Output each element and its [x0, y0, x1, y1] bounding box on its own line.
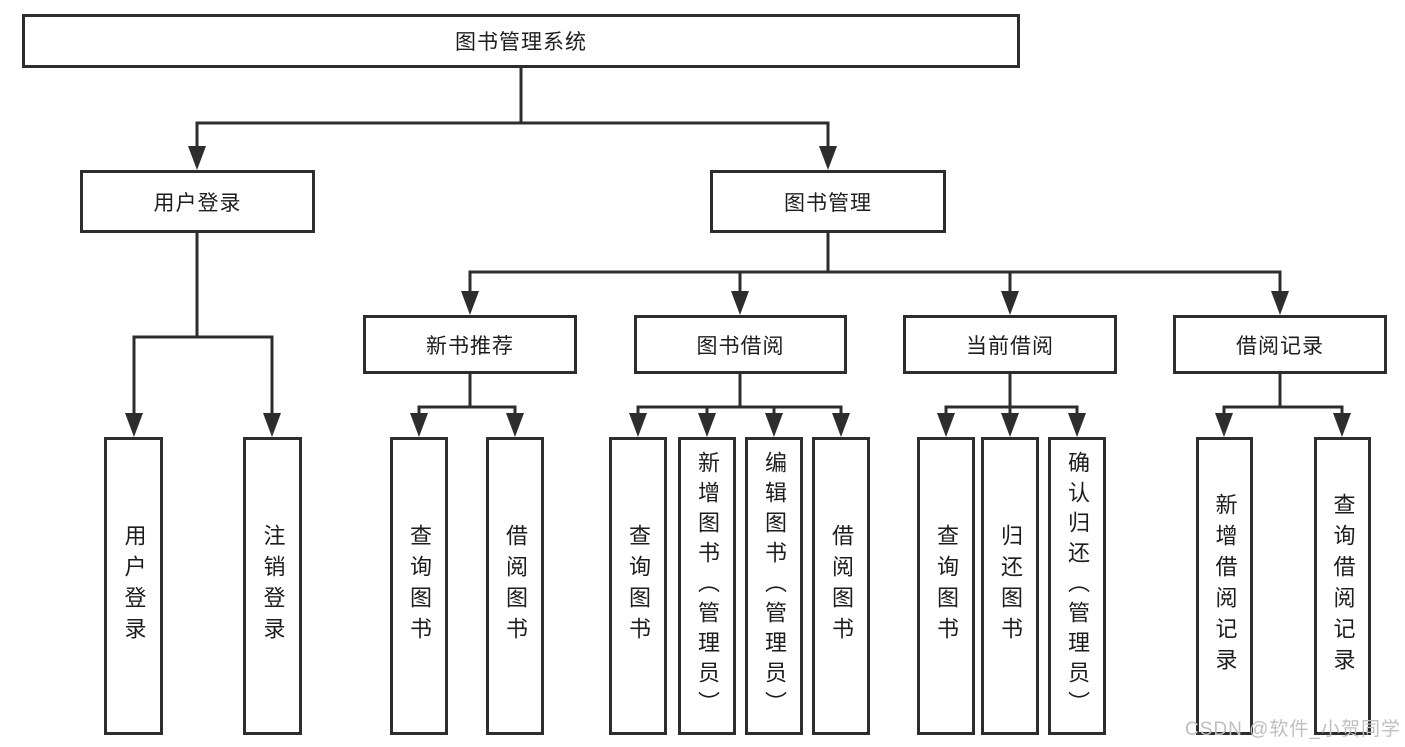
node-borrowing-records: 借阅记录: [1173, 315, 1387, 374]
node-label: 查询图书: [626, 524, 651, 648]
leaf-borrow-books-borrow: 借阅图书: [812, 437, 870, 735]
leaf-return-books: 归还图书: [981, 437, 1039, 735]
leaf-query-books-borrow: 查询图书: [609, 437, 667, 735]
node-root-library-system: 图书管理系统: [22, 14, 1020, 68]
edge-root-to-level2: [188, 66, 837, 170]
node-label: 图书管理系统: [455, 31, 587, 54]
leaf-edit-books-admin: 编辑图书（管理员）: [745, 437, 803, 735]
node-label: 用户登录: [153, 191, 242, 215]
edge-new-book-children: [410, 372, 524, 437]
node-label: 归还图书: [998, 524, 1023, 648]
edge-borrow-record-children: [1215, 372, 1351, 437]
csdn-watermark: CSDN @软件_小贺同学: [1185, 719, 1401, 740]
node-current-borrowing: 当前借阅: [903, 315, 1117, 374]
node-book-borrowing: 图书借阅: [634, 315, 847, 374]
node-label: 新书推荐: [426, 334, 514, 358]
edge-current-borrow-children: [937, 372, 1086, 437]
node-label: 查询借阅记录: [1330, 493, 1356, 679]
node-label: 注销登录: [260, 524, 286, 648]
node-label: 查询图书: [934, 524, 959, 648]
leaf-borrow-books-recommend: 借阅图书: [486, 437, 544, 735]
leaf-add-borrow-record: 新增借阅记录: [1196, 437, 1253, 735]
edge-book-management-children: [461, 231, 1289, 315]
node-label: 图书借阅: [696, 334, 785, 358]
leaf-query-books-current: 查询图书: [917, 437, 975, 735]
leaf-query-books-recommend: 查询图书: [390, 437, 448, 735]
node-book-management: 图书管理: [710, 170, 946, 233]
node-label: 图书管理: [784, 191, 872, 215]
leaf-logout: 注销登录: [243, 437, 302, 735]
node-label: 借阅记录: [1236, 334, 1324, 358]
edge-book-borrow-children: [629, 372, 850, 437]
node-label: 借阅图书: [503, 524, 528, 648]
node-label: 编辑图书（管理员）: [762, 451, 787, 721]
node-user-login: 用户登录: [80, 170, 315, 233]
node-label: 新增图书（管理员）: [695, 451, 720, 721]
node-label: 新增借阅记录: [1212, 493, 1238, 679]
node-label: 当前借阅: [966, 334, 1054, 358]
leaf-user-login: 用户登录: [104, 437, 163, 735]
node-label: 用户登录: [121, 524, 147, 648]
edge-user-login-children: [125, 231, 281, 437]
leaf-confirm-return-admin: 确认归还（管理员）: [1048, 437, 1106, 735]
node-new-book-recommend: 新书推荐: [363, 315, 577, 374]
node-label: 借阅图书: [829, 524, 854, 648]
node-label: 查询图书: [407, 524, 432, 648]
leaf-query-borrow-record: 查询借阅记录: [1314, 437, 1371, 735]
leaf-add-books-admin: 新增图书（管理员）: [678, 437, 736, 735]
node-label: 确认归还（管理员）: [1065, 451, 1090, 721]
